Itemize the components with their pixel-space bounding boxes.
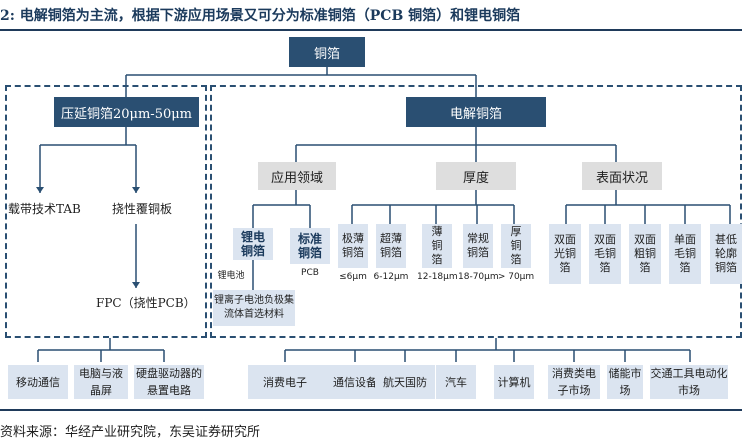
thickness-caption: 18-70μm [458, 272, 499, 282]
thickness-label: 常规铜箔 [467, 232, 489, 259]
electrolytic-foil-group [210, 85, 742, 338]
surface-double-matte: 双面毛铜箔 [589, 224, 621, 284]
surface-single-matte: 单面毛铜箔 [669, 224, 701, 284]
market-pc-lcd: 电脑与液晶屏 [74, 365, 128, 399]
surface-category: 表面状况 [582, 162, 662, 190]
market-automotive: 汽车 [436, 365, 476, 399]
market-aerospace: 航天国防 [375, 365, 435, 399]
surface-label: 双面粗铜箔 [634, 233, 656, 274]
footer-rule [0, 409, 742, 411]
thickness-caption: 12-18μm [417, 272, 458, 282]
market-computer: 计算机 [494, 365, 534, 399]
thickness-label: 超薄铜箔 [380, 232, 402, 259]
application-category: 应用领域 [258, 162, 336, 190]
market-mobile: 移动通信 [8, 365, 68, 399]
standard-foil-node: 标准铜箔 [290, 228, 330, 264]
title-rule [0, 29, 742, 31]
diagram-title: 2: 电解铜箔为主流，根据下游应用场景又可分为标准铜箔（PCB 铜箔）和锂电铜箔 [0, 8, 521, 24]
market-transport-electrification: 交通工具电动化市场 [650, 365, 728, 399]
lithium-note: 锂离子电池负极集流体首选材料 [213, 290, 295, 326]
surface-label: 双面毛铜箔 [594, 233, 616, 274]
market-consumer-electronics-market: 消费类电子市场 [548, 365, 600, 399]
surface-double-shiny: 双面光铜箔 [549, 224, 581, 284]
thickness-label: 薄铜箔 [431, 225, 443, 266]
standard-foil-label: 标准铜箔 [297, 232, 322, 260]
market-consumer-electronics: 消费电子 [248, 365, 322, 399]
thickness-ultra-thin: 超薄铜箔 [376, 224, 406, 268]
thickness-thin: 薄铜箔 [422, 224, 452, 268]
thickness-label: 极薄铜箔 [342, 232, 364, 259]
thickness-regular: 常规铜箔 [463, 224, 493, 268]
fpc-node: FPC（挠性PCB） [96, 296, 196, 310]
root-node: 铜箔 [289, 37, 365, 67]
thickness-caption: > 70μm [497, 272, 535, 282]
lithium-foil-label: 锂电铜箔 [240, 230, 265, 258]
thickness-extremely-thin: 极薄铜箔 [338, 224, 368, 268]
tab-node: 载带技术TAB [8, 202, 81, 216]
flexible-ccl-node: 挠性覆铜板 [112, 202, 173, 216]
thickness-label: 厚铜箔 [510, 225, 522, 266]
source-note: 资料来源：华经产业研究院，东吴证券研究所 [0, 425, 261, 440]
surface-double-rough: 双面粗铜箔 [629, 224, 661, 284]
surface-label: 双面光铜箔 [554, 233, 576, 274]
thickness-caption: 6-12μm [373, 272, 409, 282]
thickness-caption: ≤6μm [339, 272, 367, 282]
rolled-foil-node: 压延铜箔20μm-50μm [54, 97, 199, 127]
lithium-foil-caption: 锂电池 [217, 271, 245, 281]
electrolytic-foil-node: 电解铜箔 [406, 97, 546, 127]
thickness-thick: 厚铜箔 [501, 224, 531, 268]
thickness-category: 厚度 [436, 162, 516, 190]
surface-label: 单面毛铜箔 [674, 233, 696, 274]
market-hdd: 硬盘驱动器的悬置电路 [134, 365, 204, 399]
surface-very-low-profile: 甚低轮廓铜箔 [710, 224, 742, 284]
standard-foil-caption: PCB [301, 268, 319, 278]
rolled-foil-group [5, 85, 207, 338]
lithium-foil-node: 锂电铜箔 [233, 228, 273, 260]
surface-label: 甚低轮廓铜箔 [715, 233, 737, 274]
market-energy-storage: 储能市场 [607, 365, 643, 399]
